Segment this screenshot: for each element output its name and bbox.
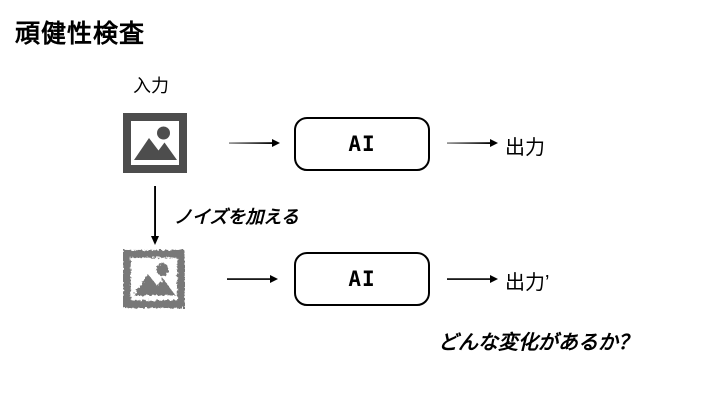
noisy-image-icon — [123, 249, 185, 309]
ai-box-top: AI — [294, 117, 430, 171]
arrow-noise-down — [148, 186, 162, 251]
noise-label: ノイズを加える — [174, 207, 299, 227]
ai-box-bottom: AI — [294, 252, 430, 306]
arrow-input-to-ai — [229, 136, 281, 154]
arrow-ai-to-output-prime — [447, 272, 499, 290]
input-image-icon — [123, 113, 187, 173]
input-label: 入力 — [133, 76, 169, 96]
arrow-noisy-to-ai — [227, 272, 279, 290]
ai-box-top-label: AI — [348, 132, 376, 156]
question-label: どんな変化があるか？ — [438, 332, 638, 354]
output-label: 出力 — [505, 137, 545, 159]
output-prime-label: 出力’ — [505, 272, 550, 294]
ai-box-bottom-label: AI — [348, 267, 376, 291]
page-title: 頑健性検査 — [15, 20, 146, 48]
arrow-ai-to-output — [447, 136, 499, 154]
